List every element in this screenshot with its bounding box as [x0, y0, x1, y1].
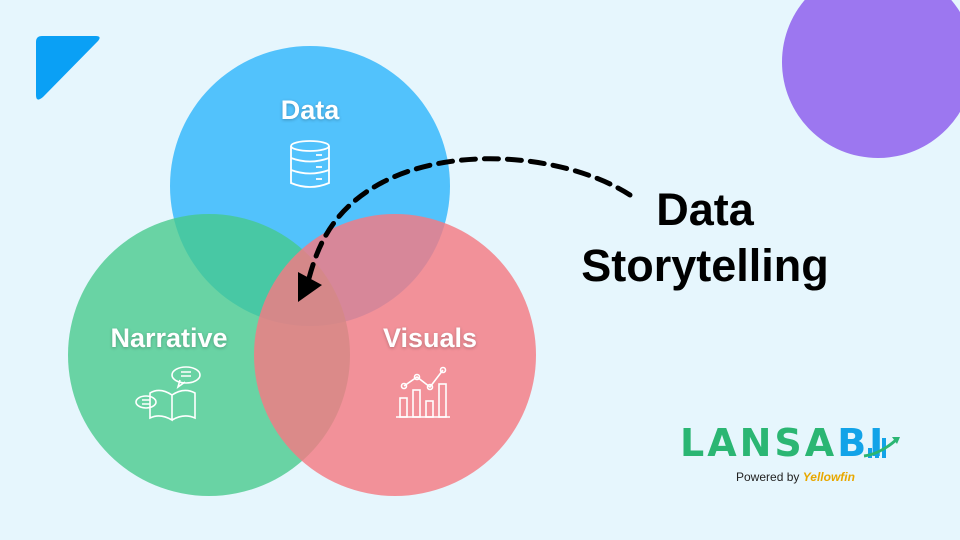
visuals-circle	[254, 214, 536, 496]
title-line-1: Data	[656, 184, 754, 235]
title-line-2: Storytelling	[581, 240, 829, 291]
visuals-label: Visuals	[382, 323, 478, 353]
book-chat-icon	[135, 366, 201, 422]
corner-triangle	[36, 36, 100, 100]
chart-icon	[396, 366, 450, 418]
diagram-title: Data Storytelling	[565, 182, 845, 294]
yellowfin-brand: Yellowfin	[802, 470, 855, 484]
powered-by: Powered by Yellowfin	[736, 470, 855, 484]
powered-prefix: Powered by	[736, 470, 800, 484]
database-icon	[290, 140, 330, 188]
dashed-arrow	[305, 156, 633, 285]
logo-brand: LANSA	[680, 421, 838, 465]
narrative-label: Narrative	[110, 323, 228, 353]
arrow-head	[298, 272, 322, 302]
purple-decoration-circle	[782, 0, 960, 158]
data-label: Data	[280, 95, 340, 125]
lansa-bi-logo: LANSABI	[680, 421, 886, 465]
growth-chart-icon	[863, 437, 900, 458]
